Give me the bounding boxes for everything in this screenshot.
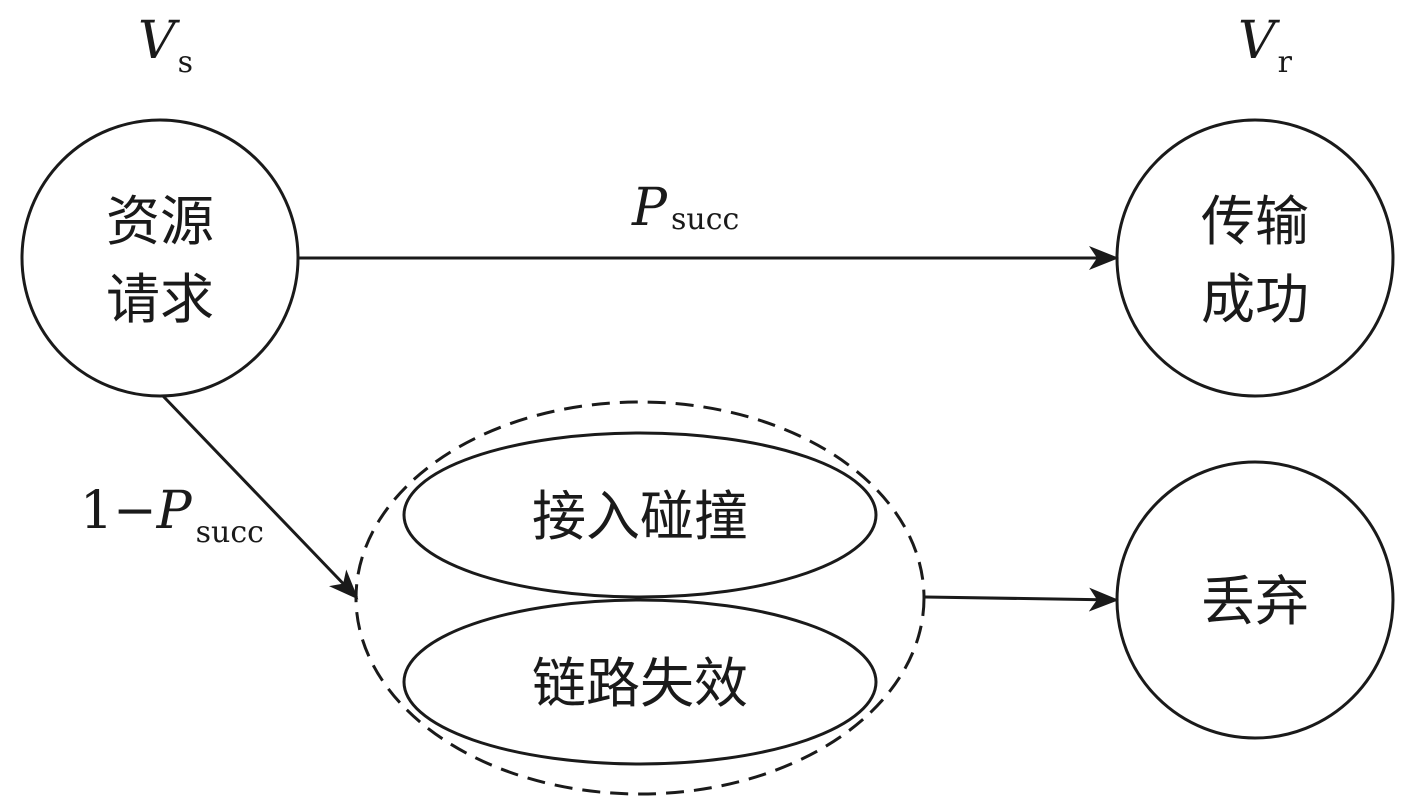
link-failure-node <box>402 598 878 766</box>
vs-state-label: Vs <box>138 11 193 80</box>
failure-group: 接入碰撞 链路失效 <box>354 400 926 796</box>
discard-label: 丢弃 <box>1201 570 1309 633</box>
resource-request-node: 资源 请求 <box>20 118 300 398</box>
transmission-success-label-line1: 传输 <box>1201 190 1309 253</box>
link-failure-label: 链路失效 <box>532 652 748 715</box>
discard-node: 丢弃 <box>1115 460 1395 740</box>
resource-request-label-line1: 资源 <box>106 190 214 253</box>
transmission-success-label-line2: 成功 <box>1201 268 1309 331</box>
access-collision-node <box>402 431 878 599</box>
resource-request-label-line2: 请求 <box>106 268 214 331</box>
access-collision-label: 接入碰撞 <box>532 485 748 548</box>
transmission-success-node: 传输 成功 <box>1115 118 1395 398</box>
vr-state-label: Vr <box>1238 11 1293 80</box>
discard-edge <box>924 587 1119 612</box>
failure-edge <box>161 394 359 600</box>
